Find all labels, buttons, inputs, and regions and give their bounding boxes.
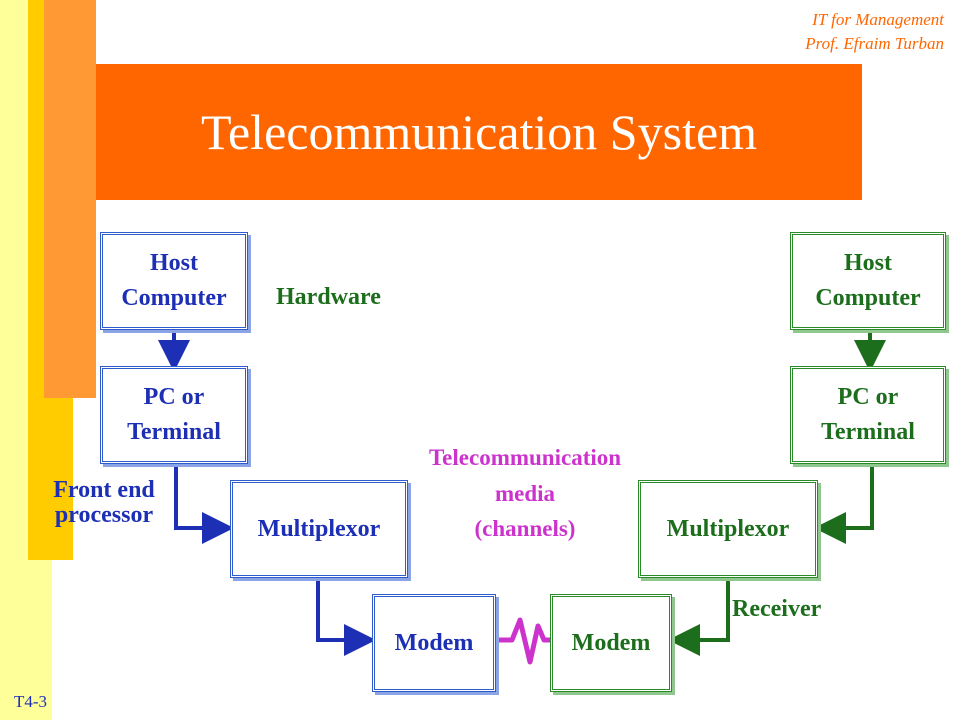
receiver-pc-terminal-box: PC or Terminal	[790, 366, 946, 464]
receiver-host-label-line1: Host	[843, 250, 892, 277]
sender-pc-label-line2: Terminal	[127, 419, 221, 445]
channel-signal	[498, 617, 550, 665]
sender-pc-label-line1: PC or	[143, 384, 205, 411]
slide-number: T4-3	[14, 692, 48, 711]
arrow-pc-to-mux-receiver	[814, 466, 874, 544]
arrow-mux-to-modem-sender	[316, 580, 376, 656]
author-name: Prof. Efraim Turban	[805, 34, 944, 53]
sender-host-label-line1: Host	[149, 250, 198, 277]
front-end-label-line2: processor	[54, 502, 154, 529]
left-bar-orange	[44, 0, 96, 398]
sender-pc-terminal-box: PC or Terminal	[100, 366, 248, 464]
sender-modem-box: Modem	[372, 594, 496, 692]
media-label-line3: (channels)	[474, 516, 576, 542]
receiver-label: Receiver	[732, 596, 822, 622]
slide-title: Telecommunication System	[200, 104, 758, 160]
sender-mux-label: Multiplexor	[257, 515, 381, 542]
arrow-pc-to-mux-sender	[174, 466, 234, 544]
title-band	[96, 64, 862, 200]
media-label-line1: Telecommunication	[428, 445, 622, 470]
receiver-host-label-line2: Computer	[815, 285, 921, 311]
receiver-modem-label: Modem	[571, 629, 651, 656]
sender-multiplexor-box: Multiplexor	[230, 480, 408, 578]
front-end-label-line1: Front end	[53, 477, 155, 503]
receiver-pc-label-line2: Terminal	[821, 419, 915, 445]
telecommunication-media-label: Telecommunication media (channels)	[380, 440, 670, 547]
receiver-multiplexor-box: Multiplexor	[638, 480, 818, 578]
hardware-label: Hardware	[276, 284, 381, 310]
sender-modem-label: Modem	[394, 629, 474, 656]
course-name: IT for Management	[812, 10, 944, 29]
media-label-line2: media	[494, 480, 556, 506]
front-end-processor-label: Front end processor	[24, 477, 184, 529]
receiver-pc-label-line1: PC or	[837, 384, 899, 411]
receiver-mux-label: Multiplexor	[666, 515, 790, 542]
arrow-mux-to-modem-receiver	[668, 580, 730, 656]
sender-host-label-line2: Computer	[121, 285, 227, 311]
receiver-modem-box: Modem	[550, 594, 672, 692]
